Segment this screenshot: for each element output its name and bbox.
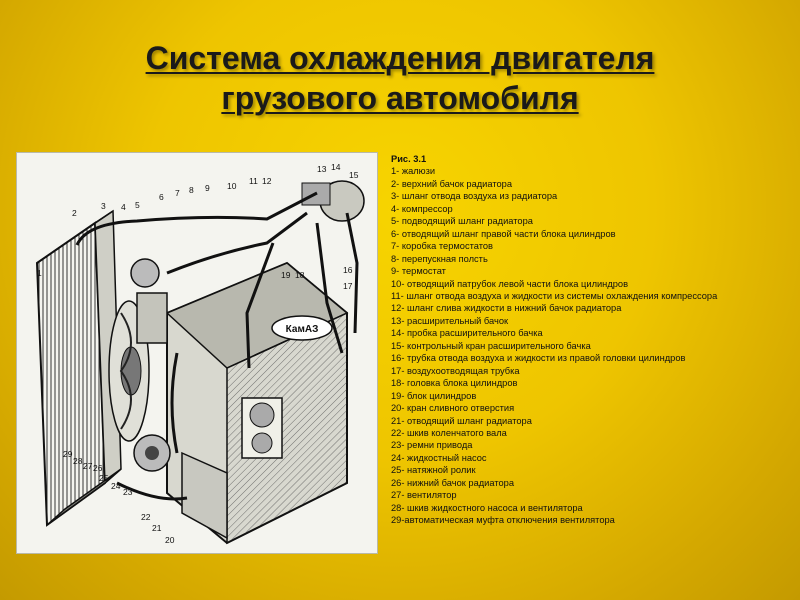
- legend-item: 25- натяжной ролик: [391, 465, 476, 476]
- engine-badge: КамАЗ: [271, 315, 333, 341]
- callout-14: 14: [331, 162, 341, 172]
- callout-12: 12: [262, 176, 272, 186]
- callout-7: 7: [175, 188, 180, 198]
- legend-item: 6- отводящий шланг правой части блока ци…: [391, 228, 616, 239]
- legend-item: 24- жидкостный насос: [391, 452, 487, 463]
- legend-item: 28- шкив жидкостного насоса и вентилятор…: [391, 502, 583, 513]
- legend-item: 9- термостат: [391, 266, 446, 277]
- legend-item: 3- шланг отвода воздуха из радиатора: [391, 191, 558, 202]
- legend-item: 22- шкив коленчатого вала: [391, 427, 507, 438]
- legend-item: 19- блок цилиндров: [391, 390, 477, 401]
- callout-21: 21: [152, 523, 162, 533]
- callout-20: 20: [165, 535, 175, 545]
- callout-10: 10: [227, 181, 237, 191]
- callout-3: 3: [101, 201, 106, 211]
- callout-22: 22: [141, 512, 151, 522]
- legend-item: 26- нижний бачок радиатора: [391, 477, 515, 488]
- legend-item: 11- шланг отвода воздуха и жидкости из с…: [391, 290, 718, 301]
- callout-19: 19: [281, 270, 291, 280]
- callout-26: 26: [93, 463, 103, 473]
- figure-caption: Рис. 3.1: [391, 154, 427, 164]
- legend-item: 16- трубка отвода воздуха и жидкости из …: [391, 353, 686, 364]
- legend-item: 27- вентилятор: [391, 490, 457, 501]
- callout-18: 18: [295, 270, 305, 280]
- legend-item: 17- воздухоотводящая трубка: [391, 365, 520, 376]
- callout-8: 8: [189, 185, 194, 195]
- legend-item: 18- головка блока цилиндров: [391, 378, 518, 389]
- coolant-hoses: [75, 191, 359, 501]
- legend-item: 20- кран сливного отверстия: [391, 403, 515, 414]
- legend-item: 10- отводящий патрубок левой части блока…: [391, 278, 629, 289]
- expansion-tank: [301, 180, 365, 222]
- engine-cooling-illustration: КамАЗ 1 2 3 4 5 6 7 8 9 10 11: [16, 152, 378, 554]
- title-line-2: грузового автомобиля: [221, 80, 579, 116]
- callout-29: 29: [63, 449, 73, 459]
- callout-11: 11: [249, 176, 258, 186]
- callout-23: 23: [123, 487, 133, 497]
- legend-item: 15- контрольный кран расширительного бач…: [391, 340, 591, 351]
- callout-16: 16: [343, 265, 353, 275]
- callout-6: 6: [159, 192, 164, 202]
- legend-item: 2- верхний бачок радиатора: [391, 178, 513, 189]
- legend-item: 21- отводящий шланг радиатора: [391, 415, 532, 426]
- callout-15: 15: [349, 170, 359, 180]
- callout-13: 13: [317, 164, 327, 174]
- callout-25: 25: [99, 473, 109, 483]
- legend-item: 13- расширительный бачок: [391, 315, 509, 326]
- legend-item: 14- пробка расширительного бачка: [391, 328, 543, 339]
- callout-4: 4: [121, 202, 126, 212]
- callout-1: 1: [37, 268, 42, 278]
- callout-2: 2: [72, 208, 77, 218]
- callout-17: 17: [343, 281, 353, 291]
- callout-9: 9: [205, 183, 210, 193]
- callout-27: 27: [83, 461, 93, 471]
- callout-labels: 1 2 3 4 5 6 7 8 9 10 11 12 13 14 15 16 1…: [37, 162, 359, 545]
- slide-title: Система охлаждения двигателя грузового а…: [0, 38, 800, 118]
- callout-5: 5: [135, 200, 140, 210]
- legend-item: 29-автоматическая муфта отключения венти…: [391, 515, 615, 526]
- legend-item: 5- подводящий шланг радиатора: [391, 216, 533, 227]
- legend-item: 4- компрессор: [391, 203, 453, 214]
- title-line-1: Система охлаждения двигателя: [145, 40, 655, 76]
- callout-28: 28: [73, 456, 83, 466]
- legend-item: 7- коробка термостатов: [391, 241, 493, 252]
- callout-24: 24: [111, 481, 121, 491]
- legend-item: 12- шланг слива жидкости в нижний бачок …: [391, 303, 622, 314]
- engine-block: [130, 258, 349, 545]
- legend-item: 1- жалюзи: [391, 166, 436, 177]
- legend-item: 8- перепускная полсть: [391, 253, 488, 264]
- engine-badge-text: КамАЗ: [286, 324, 319, 335]
- legend-item: 23- ремни привода: [391, 440, 473, 451]
